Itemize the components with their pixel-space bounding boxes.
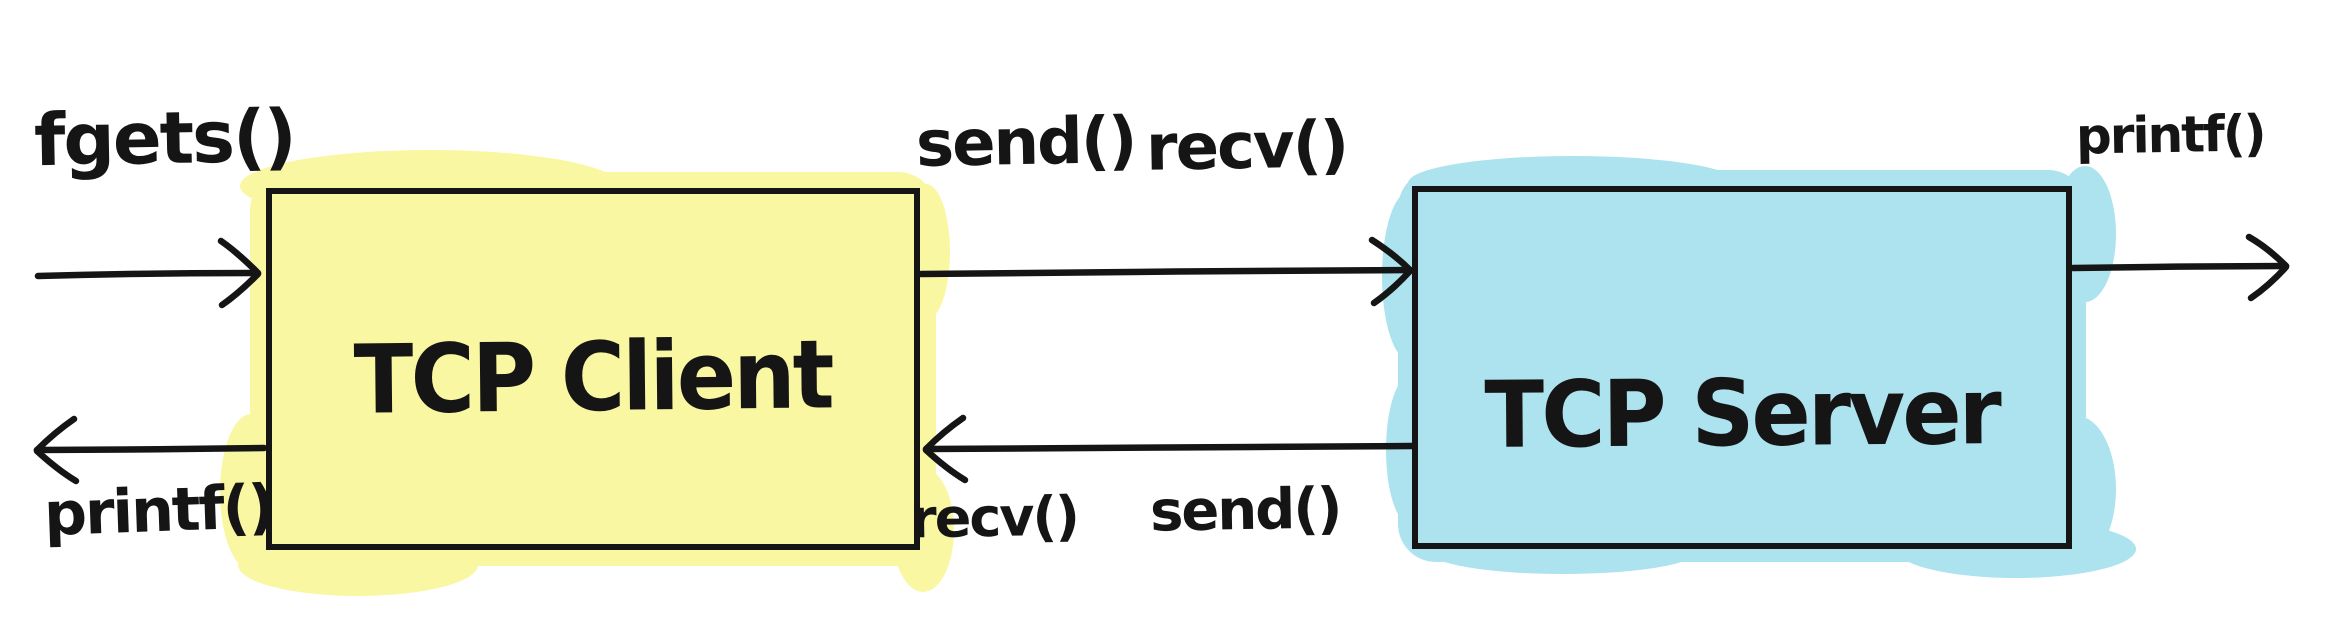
arrow-shaft [917, 266, 1414, 278]
arrow-stdin-into-client [34, 237, 262, 309]
arrowhead-stroke [33, 415, 78, 454]
arrowhead-stroke [1368, 236, 1414, 274]
arrowhead-stroke [2245, 233, 2290, 270]
arrow-shaft [923, 442, 1416, 453]
arrowhead-stroke [217, 237, 262, 277]
arrowhead-stroke [922, 446, 969, 484]
tcp-server-box: TCP Server [1412, 186, 2072, 549]
arrowhead-stroke [218, 270, 262, 309]
arrow-shaft [33, 444, 268, 454]
arrowhead-stroke [33, 447, 80, 485]
arrow-client-to-server-top [917, 236, 1414, 307]
label-send-bottom: send() [1149, 476, 1342, 545]
arrow-client-to-stdout-left [33, 415, 268, 485]
arrowhead-stroke [2247, 263, 2290, 302]
tcp-client-box: TCP Client [266, 188, 920, 550]
arrowhead-stroke [1370, 267, 1414, 307]
arrow-shaft [34, 269, 261, 280]
label-recv-bottom: recv() [909, 484, 1079, 551]
arrow-shaft [2069, 262, 2290, 272]
label-fgets: fgets() [33, 93, 296, 183]
arrow-server-to-client-bottom [922, 414, 1416, 484]
label-printf-right: printf() [2075, 104, 2266, 166]
arrowhead-stroke [922, 414, 967, 453]
arrow-server-to-stdout-right [2069, 233, 2290, 302]
label-printf-left: printf() [42, 472, 275, 550]
label-recv-top: recv() [1145, 108, 1348, 186]
label-send-top: send() [915, 104, 1137, 182]
